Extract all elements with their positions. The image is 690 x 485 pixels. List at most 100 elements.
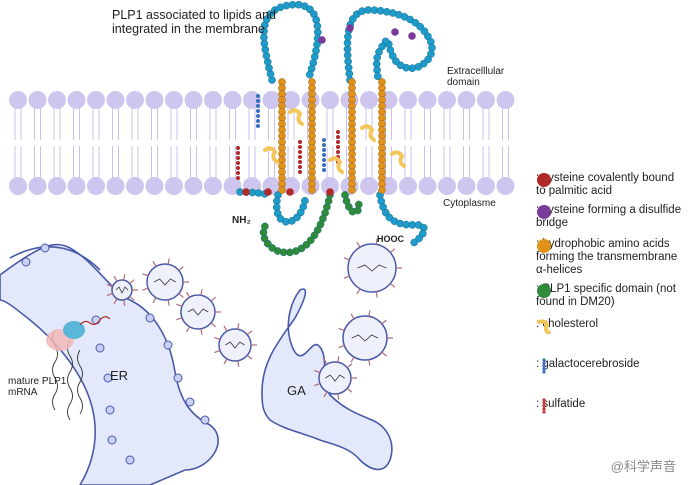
legend-text: : PLP1 specific domain (not found in DM2…	[536, 283, 676, 308]
lipid-head	[48, 177, 66, 195]
sulfatide-bead	[298, 145, 302, 149]
vesicle	[214, 323, 257, 367]
sulfatide-bead	[236, 151, 240, 155]
lipid-head	[282, 177, 300, 195]
extracellular-label: Extracelllular domain	[447, 66, 505, 88]
ribosome	[103, 373, 113, 383]
amino-acid-bead	[376, 7, 385, 15]
vesicle	[314, 356, 357, 400]
lipid-head	[457, 177, 476, 195]
galactocerebroside-bead	[322, 153, 326, 157]
membrane-top-leaflet	[9, 91, 515, 109]
lipid-head	[204, 91, 222, 109]
lipid-head	[360, 91, 378, 109]
amino-acid-bead	[410, 238, 419, 247]
lipid-head	[321, 177, 339, 195]
vesicle	[176, 289, 221, 335]
lipid-head	[87, 91, 105, 109]
sulfatide-bead	[336, 145, 340, 149]
legend-item-palmitic: : cysteine covalently bound to palmitic …	[536, 172, 686, 198]
lipid-head	[28, 91, 47, 109]
sulfatide-bead	[336, 150, 340, 154]
ribosome	[173, 373, 183, 383]
ribosome	[107, 435, 117, 445]
amino-acid-bead	[354, 200, 363, 209]
lipid-head	[126, 177, 144, 195]
lipid-head	[9, 177, 27, 195]
sulfatide-bead	[298, 155, 302, 159]
hydrophobic-residue	[278, 186, 286, 194]
legend-text: : cysteine covalently bound to palmitic …	[536, 172, 675, 197]
legend-item-cholesterol: : cholesterol	[536, 318, 686, 334]
lipid-head	[87, 177, 105, 195]
lipid-head	[418, 177, 437, 195]
amino-acid-bead	[301, 196, 309, 205]
diagram-title: PLP1 associated to lipids and integrated…	[112, 8, 276, 36]
ga-label: GA	[287, 383, 306, 398]
galactocerebroside-bead	[322, 158, 326, 162]
cholesterol-icon	[537, 319, 551, 334]
lipid-head	[438, 177, 456, 195]
palmitoylated-cysteine	[326, 188, 334, 196]
lipid-tails	[14, 108, 509, 178]
cholesterol-molecule	[328, 156, 344, 174]
legend-text: : hydrophobic amino acids forming the tr…	[536, 238, 678, 276]
amino-acid-bead	[373, 72, 382, 81]
golgi-apparatus	[261, 288, 393, 471]
galactocerebroside-bead	[322, 148, 326, 152]
legend-item-galacto: : galactocerebroside	[536, 358, 686, 374]
lipid-head	[165, 177, 183, 195]
lipid-head	[106, 91, 125, 109]
legend-item-plp1: : PLP1 specific domain (not found in DM2…	[536, 283, 686, 309]
lipid-head	[496, 177, 515, 195]
lipid-head	[262, 91, 281, 109]
cholesterol-molecule	[263, 146, 279, 164]
disulfide-cysteine	[391, 28, 399, 36]
galactocerebroside-bead	[256, 99, 260, 103]
galactocerebroside-bead	[256, 94, 260, 98]
ribosome	[200, 415, 210, 425]
sulfatide-bead	[236, 161, 240, 165]
cholesterol-molecule	[360, 124, 376, 142]
lipid-head	[184, 91, 203, 109]
lipid-head	[282, 91, 300, 109]
legend-item-hydrophobic: : hydrophobic amino acids forming the tr…	[536, 238, 686, 277]
er-label: ER	[110, 368, 129, 383]
lipid-head	[223, 91, 242, 109]
er-lumen-line	[9, 246, 101, 271]
lipid-head	[418, 91, 437, 109]
palmitoylated-cysteine	[286, 188, 294, 196]
transport-vesicles	[106, 238, 402, 400]
disulfide-cysteine	[408, 32, 416, 40]
sulfatide-icon	[542, 398, 546, 414]
cholesterol-molecule	[288, 108, 304, 126]
sulfatide-bead	[298, 170, 302, 174]
sulfatide-bead	[298, 140, 302, 144]
purple-circle-icon	[537, 205, 551, 219]
sulfatide-bead	[298, 160, 302, 164]
amino-acid-bead	[305, 70, 314, 79]
ribosome	[40, 243, 50, 253]
sulfatide-bead	[336, 135, 340, 139]
galactocerebroside-bead	[322, 163, 326, 167]
sulfatide-bead	[236, 146, 240, 150]
hydrophobic-residue	[378, 186, 386, 194]
red-circle-icon	[537, 173, 551, 187]
palmitoylated-cysteine	[264, 188, 272, 196]
sulfatide-bead	[336, 140, 340, 144]
sulfatide-bead	[236, 171, 240, 175]
lipid-head	[9, 91, 27, 109]
galactocerebroside-bead	[322, 138, 326, 142]
lipid-head	[126, 91, 144, 109]
vesicle	[106, 274, 138, 306]
ribosome	[105, 405, 115, 415]
sulfatide-bead	[236, 156, 240, 160]
galactocerebroside-bead	[256, 124, 260, 128]
disulfide-cysteine	[318, 36, 326, 44]
palmitoylated-cysteine	[242, 188, 250, 196]
lipid-head	[477, 177, 495, 195]
ribosome	[91, 315, 101, 325]
nh2-terminus-label: NH₂	[232, 215, 251, 226]
